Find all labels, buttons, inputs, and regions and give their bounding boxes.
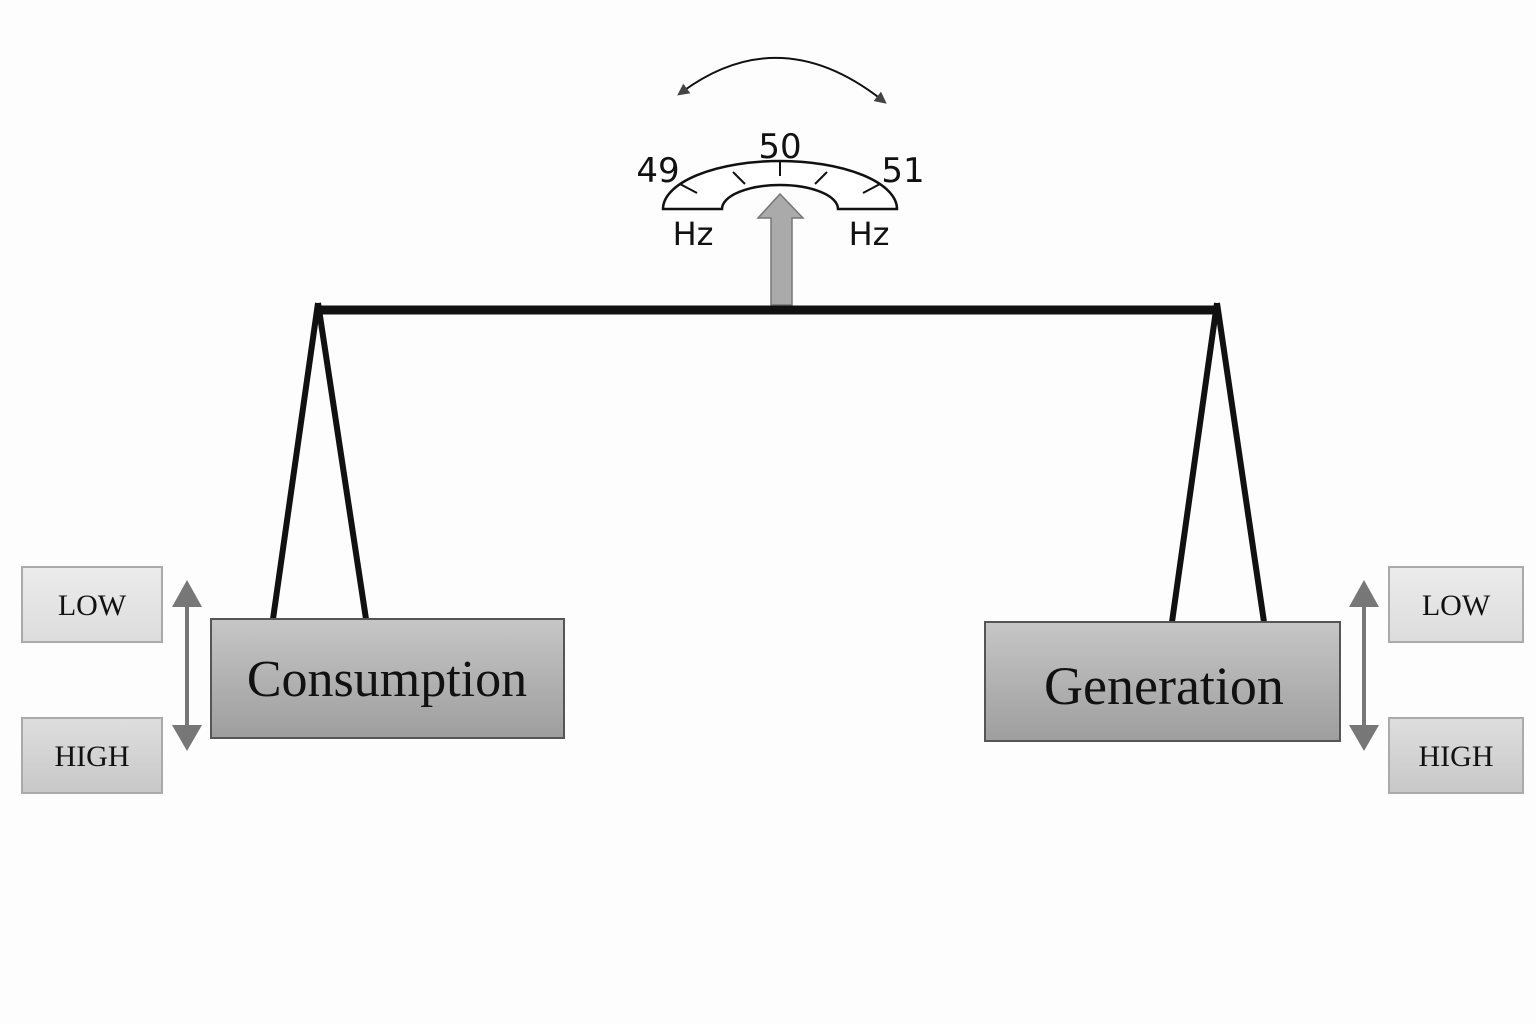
- oscillation-double-arrow-icon: [677, 57, 887, 104]
- gauge-unit-left: Hz: [673, 215, 714, 253]
- gauge-label-50: 50: [758, 127, 801, 167]
- left-high-label: HIGH: [55, 740, 130, 773]
- gauge-label-51: 51: [881, 151, 924, 191]
- gauge-label-49: 49: [636, 151, 679, 191]
- left-low-label: LOW: [58, 589, 127, 622]
- frequency-gauge: 49 50 51 Hz Hz: [636, 127, 924, 253]
- left-high-tag: HIGH: [21, 717, 163, 794]
- right-low-tag: LOW: [1388, 566, 1524, 643]
- right-high-tag: HIGH: [1388, 717, 1524, 794]
- gauge-unit-right: Hz: [849, 215, 890, 253]
- right-low-label: LOW: [1422, 589, 1491, 622]
- left-up-down-arrow-icon: [172, 580, 202, 751]
- consumption-label: Consumption: [247, 651, 527, 708]
- consumption-block: Consumption: [210, 618, 565, 739]
- gauge-ticks: [679, 162, 881, 194]
- generation-block: Generation: [984, 621, 1341, 742]
- left-hanger: [270, 302, 369, 620]
- right-high-label: HIGH: [1419, 740, 1494, 773]
- gauge-pointer-arrow-icon: [756, 192, 805, 306]
- right-hanger: [1169, 302, 1267, 623]
- generation-label: Generation: [1044, 656, 1284, 716]
- left-low-tag: LOW: [21, 566, 163, 643]
- right-up-down-arrow-icon: [1349, 580, 1379, 751]
